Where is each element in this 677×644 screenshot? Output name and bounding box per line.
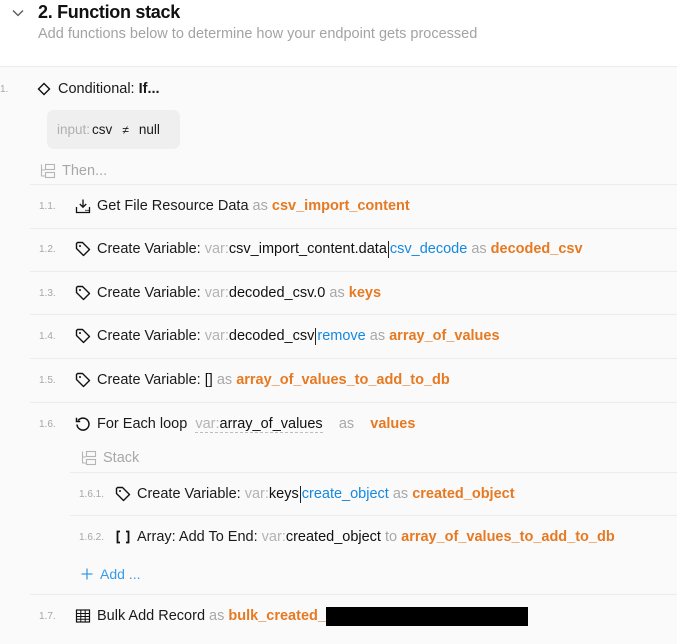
conditional-label: Conditional: (58, 81, 135, 97)
tag-icon (75, 328, 91, 344)
step-number: 1.1. (39, 201, 56, 212)
section-title: 2. Function stack (38, 2, 180, 22)
step-number: 1.6. (39, 419, 56, 430)
divider (30, 314, 677, 315)
array-brackets-icon (115, 529, 131, 545)
diamond-icon (36, 81, 52, 97)
step-number: 1.4. (39, 331, 56, 342)
step-number: 1.3. (39, 288, 56, 299)
divider (30, 184, 677, 185)
filter-pipe (299, 485, 301, 503)
step-array-add-to-end[interactable]: Array: Add To End: var:created_object to… (115, 526, 615, 548)
divider (30, 594, 677, 595)
then-branch-label: Then... (40, 163, 107, 179)
alias-name: csv_import_content (271, 198, 410, 214)
loop-stack-label: Stack (81, 450, 139, 466)
tag-icon (75, 241, 91, 257)
condition-prefix: input: (57, 122, 91, 137)
step-number: 1. (0, 84, 9, 95)
alias-name: keys (348, 285, 382, 301)
tag-icon (75, 285, 91, 301)
tag-icon (115, 486, 131, 502)
step-create-variable-keys[interactable]: Create Variable: var:decoded_csv.0 as ke… (75, 282, 381, 304)
conditional-if: If... (138, 81, 160, 97)
section-subtitle: Add functions below to determine how you… (38, 26, 478, 42)
step-get-file-resource[interactable]: Get File Resource Data as csv_import_con… (75, 195, 410, 217)
filter-name: csv_decode (389, 241, 468, 257)
step-number: 1.6.1. (79, 489, 105, 500)
filter-pipe (315, 327, 317, 345)
divider (30, 358, 677, 359)
filter-name: remove (317, 328, 366, 344)
condition-right: null (138, 122, 160, 137)
branch-icon (81, 450, 97, 466)
plus-icon (79, 566, 95, 582)
divider (30, 271, 677, 272)
condition-operator: ≠ (122, 122, 129, 137)
filter-pipe (387, 240, 389, 258)
chevron-down-icon[interactable] (11, 6, 25, 20)
add-function-button[interactable]: Add ... (79, 566, 140, 582)
step-create-variable-empty-array[interactable]: Create Variable: [] as array_of_values_t… (75, 369, 450, 391)
filter-name: create_object (301, 486, 389, 502)
alias-name: array_of_values (389, 328, 500, 344)
conditional-step[interactable]: Conditional: If... (36, 78, 160, 100)
divider (30, 228, 677, 229)
step-for-each-loop[interactable]: For Each loop var:array_of_values as val… (75, 413, 415, 435)
step-bulk-add-record[interactable]: Bulk Add Record as bulk_created_ (75, 605, 528, 627)
condition-expression[interactable]: input: csv ≠ null (47, 110, 180, 149)
condition-left: csv (92, 122, 113, 137)
alias-name: bulk_created_ (228, 608, 326, 624)
loop-icon (75, 416, 91, 432)
step-create-variable-decoded-csv[interactable]: Create Variable: var:csv_import_content.… (75, 238, 583, 260)
alias-name: values (370, 416, 416, 432)
branch-icon (40, 163, 56, 179)
redacted-block (325, 606, 528, 626)
download-icon (75, 198, 91, 214)
alias-name: array_of_values_to_add_to_db (401, 529, 615, 545)
divider (30, 402, 677, 403)
divider (70, 515, 677, 516)
alias-name: array_of_values_to_add_to_db (236, 372, 450, 388)
section-header: 2. Function stack Add functions below to… (0, 0, 677, 67)
tag-icon (75, 372, 91, 388)
step-number: 1.5. (39, 375, 56, 386)
step-number: 1.2. (39, 244, 56, 255)
step-number: 1.7. (39, 611, 56, 622)
alias-name: created_object (412, 486, 515, 502)
divider (70, 472, 677, 473)
alias-name: decoded_csv (490, 241, 583, 257)
step-number: 1.6.2. (79, 532, 105, 543)
table-icon (75, 608, 91, 624)
